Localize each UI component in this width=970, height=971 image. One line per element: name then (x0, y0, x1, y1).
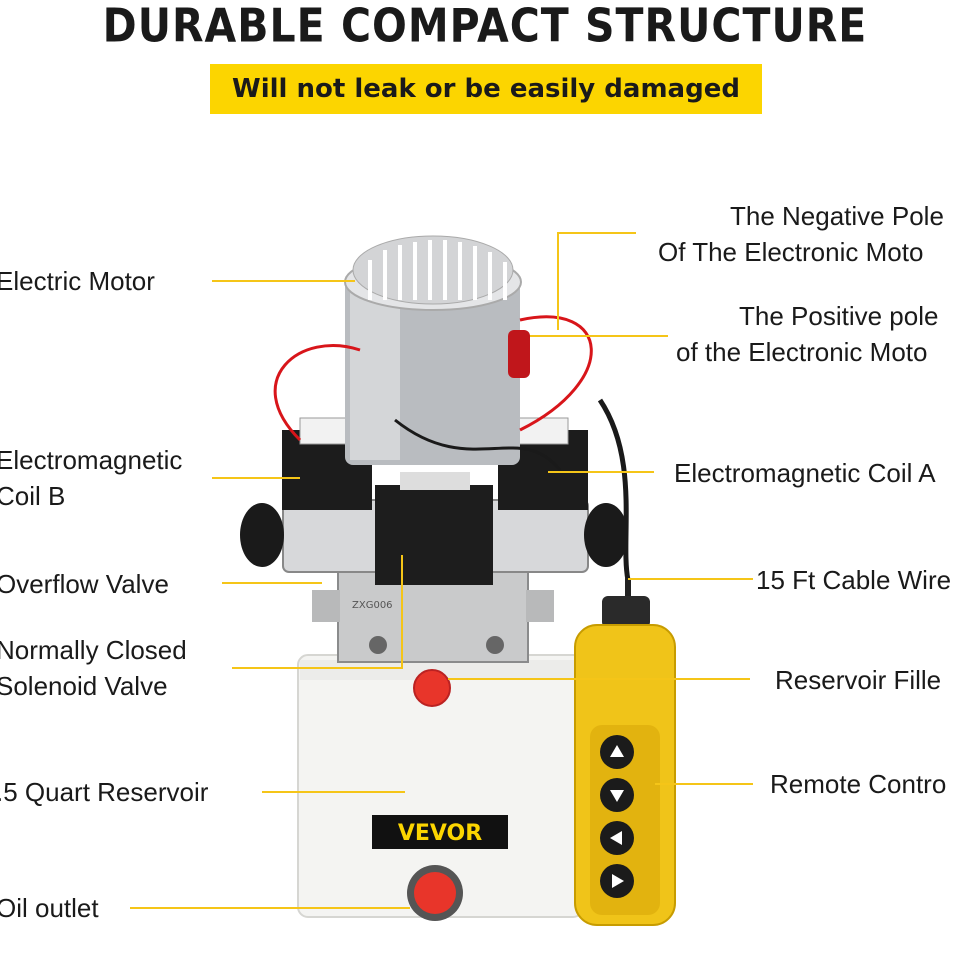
leader-solenoid-valve (232, 555, 403, 669)
up-arrow-icon (610, 745, 624, 757)
label-oil-outlet: Oil outlet (0, 890, 99, 926)
remote-control-pendant (574, 578, 676, 926)
label-remote-control: Remote Contro (770, 766, 946, 802)
label-line: Normally Closed (0, 635, 187, 665)
solenoid-valve (240, 472, 628, 585)
label-coil-a: Electromagnetic Coil A (674, 455, 936, 491)
label-electric-motor: Electric Motor (0, 263, 155, 299)
subtitle-banner: Will not leak or be easily damaged (210, 64, 762, 114)
label-line: The Negative Pole (730, 201, 944, 231)
label-line: Electromagnetic (0, 445, 183, 475)
remote-button-up-arrow[interactable] (600, 735, 634, 769)
remote-button-left-arrow[interactable] (600, 821, 634, 855)
label-line: Reservoir Fille (775, 665, 942, 695)
right-arrow-icon (612, 874, 624, 888)
leader-negative-pole (557, 232, 636, 330)
oil-outlet-cap (407, 865, 463, 921)
label-line: Remote Contro (770, 769, 947, 799)
remote-button-down-arrow[interactable] (600, 778, 634, 812)
label-line: Coil B (0, 481, 66, 511)
remote-button-right-arrow[interactable] (600, 864, 634, 898)
vevor-logo-badge (372, 815, 508, 849)
down-arrow-icon (610, 790, 624, 802)
page-title: DURABLE COMPACT STRUCTURE (102, 0, 868, 53)
valve-marking: ZXG006 (352, 600, 393, 611)
label-line: Of The Electronic Moto (658, 237, 924, 267)
label-overflow-valve: Overflow Valve (0, 566, 169, 602)
label-line: 15 Ft Cable Wire (756, 565, 952, 595)
label-line: Solenoid Valve (0, 671, 168, 701)
label-line: of the Electronic Moto (676, 337, 928, 367)
label-cable-wire: 15 Ft Cable Wire (756, 562, 951, 598)
label-line: Electromagnetic Coil A (674, 458, 936, 488)
label-line: The Positive pole (739, 301, 939, 331)
subtitle-text: Will not leak or be easily damaged (232, 74, 740, 104)
label-negative-pole: The Negative Pole Of The Electronic Moto (658, 198, 944, 270)
label-line: Electric Motor (0, 266, 155, 296)
label-reservoir: .5 Quart Reservoir (0, 774, 208, 810)
vevor-logo: VEVOR (398, 821, 482, 846)
label-line: Overflow Valve (0, 569, 169, 599)
label-line: .5 Quart Reservoir (0, 777, 209, 807)
label-line: Oil outlet (0, 893, 99, 923)
label-solenoid-valve: Normally Closed Solenoid Valve (0, 632, 187, 704)
label-coil-b: Electromagnetic Coil B (0, 442, 182, 514)
reservoir-filler-cap (413, 669, 451, 707)
label-positive-pole: The Positive pole of the Electronic Moto (676, 298, 939, 370)
wiring (273, 315, 631, 581)
valve-block: ZXG006 (312, 569, 554, 663)
label-reservoir-filler: Reservoir Fille (775, 662, 941, 698)
left-arrow-icon (610, 831, 622, 845)
electric-motor (344, 235, 522, 465)
coil-b (282, 417, 372, 510)
